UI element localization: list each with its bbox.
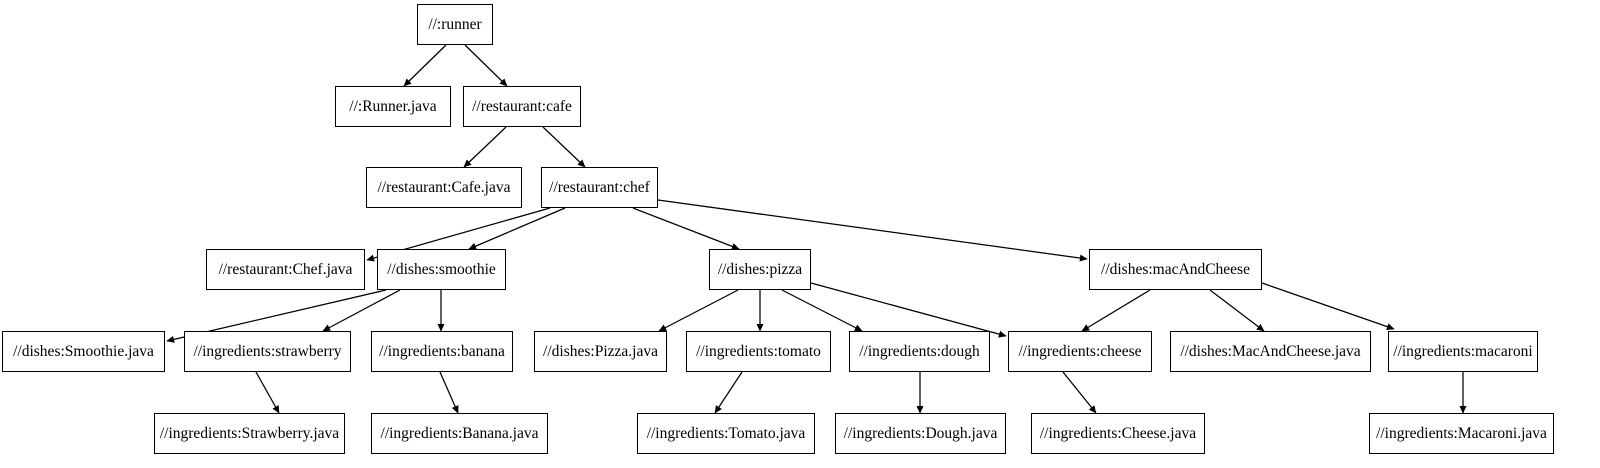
graph-node-dishes_mac[interactable]: //dishes:macAndCheese — [1089, 249, 1262, 290]
graph-node-ing_strawberry[interactable]: //ingredients:strawberry — [184, 331, 351, 372]
graph-node-label: //ingredients:banana — [379, 342, 505, 360]
graph-node-restaurant_cafe[interactable]: //restaurant:cafe — [463, 86, 581, 127]
graph-node-label: //dishes:pizza — [717, 260, 803, 278]
graph-node-pizza_java[interactable]: //dishes:Pizza.java — [534, 331, 667, 372]
graph-node-mac_java[interactable]: //dishes:MacAndCheese.java — [1170, 331, 1371, 372]
graph-node-runner_java[interactable]: //:Runner.java — [335, 86, 451, 127]
graph-node-label: //:runner — [428, 15, 482, 33]
graph-node-label: //:Runner.java — [349, 97, 437, 115]
graph-node-label: //restaurant:Cafe.java — [377, 178, 511, 196]
graph-node-restaurant_chef[interactable]: //restaurant:chef — [541, 167, 658, 208]
graph-node-label: //restaurant:chef — [549, 178, 650, 196]
graph-node-strawberry_java[interactable]: //ingredients:Strawberry.java — [154, 413, 345, 454]
graph-node-label: //ingredients:cheese — [1018, 342, 1142, 360]
graph-node-label: //ingredients:tomato — [696, 342, 821, 360]
graph-node-label: //ingredients:Macaroni.java — [1376, 424, 1547, 442]
graph-node-ing_cheese[interactable]: //ingredients:cheese — [1008, 331, 1152, 372]
graph-node-label: //dishes:MacAndCheese.java — [1180, 342, 1361, 360]
graph-node-cheese_java[interactable]: //ingredients:Cheese.java — [1031, 413, 1205, 454]
graph-node-label: //ingredients:strawberry — [193, 342, 342, 360]
graph-node-label: //ingredients:Cheese.java — [1039, 424, 1197, 442]
graph-node-label: //ingredients:Tomato.java — [646, 424, 806, 442]
graph-node-ing_tomato[interactable]: //ingredients:tomato — [686, 331, 831, 372]
graph-node-runner[interactable]: //:runner — [417, 4, 493, 45]
graph-node-label: //dishes:Smoothie.java — [13, 342, 154, 360]
graph-node-tomato_java[interactable]: //ingredients:Tomato.java — [637, 413, 815, 454]
graph-node-label: //restaurant:Chef.java — [218, 260, 353, 278]
graph-node-label: //dishes:smoothie — [387, 260, 496, 278]
graph-node-label: //ingredients:Banana.java — [380, 424, 539, 442]
graph-node-label: //ingredients:Strawberry.java — [159, 424, 340, 442]
graph-node-label: //ingredients:Dough.java — [843, 424, 998, 442]
graph-node-ing_banana[interactable]: //ingredients:banana — [371, 331, 513, 372]
graph-node-ing_dough[interactable]: //ingredients:dough — [849, 331, 990, 372]
graph-node-dishes_pizza[interactable]: //dishes:pizza — [709, 249, 811, 290]
graph-node-banana_java[interactable]: //ingredients:Banana.java — [371, 413, 548, 454]
graph-node-dishes_smoothie[interactable]: //dishes:smoothie — [377, 249, 506, 290]
graph-node-cafe_java[interactable]: //restaurant:Cafe.java — [366, 167, 522, 208]
graph-node-macaroni_java[interactable]: //ingredients:Macaroni.java — [1369, 413, 1554, 454]
graph-node-label: //ingredients:macaroni — [1393, 342, 1533, 360]
graph-node-dough_java[interactable]: //ingredients:Dough.java — [835, 413, 1006, 454]
graph-node-label: //restaurant:cafe — [472, 97, 572, 115]
graph-node-chef_java[interactable]: //restaurant:Chef.java — [206, 249, 365, 290]
graph-node-label: //ingredients:dough — [859, 342, 980, 360]
graph-node-label: //dishes:macAndCheese — [1101, 260, 1250, 278]
graph-node-smoothie_java[interactable]: //dishes:Smoothie.java — [2, 331, 165, 372]
graph-node-label: //dishes:Pizza.java — [543, 342, 658, 360]
graph-node-ing_macaroni[interactable]: //ingredients:macaroni — [1388, 331, 1538, 372]
